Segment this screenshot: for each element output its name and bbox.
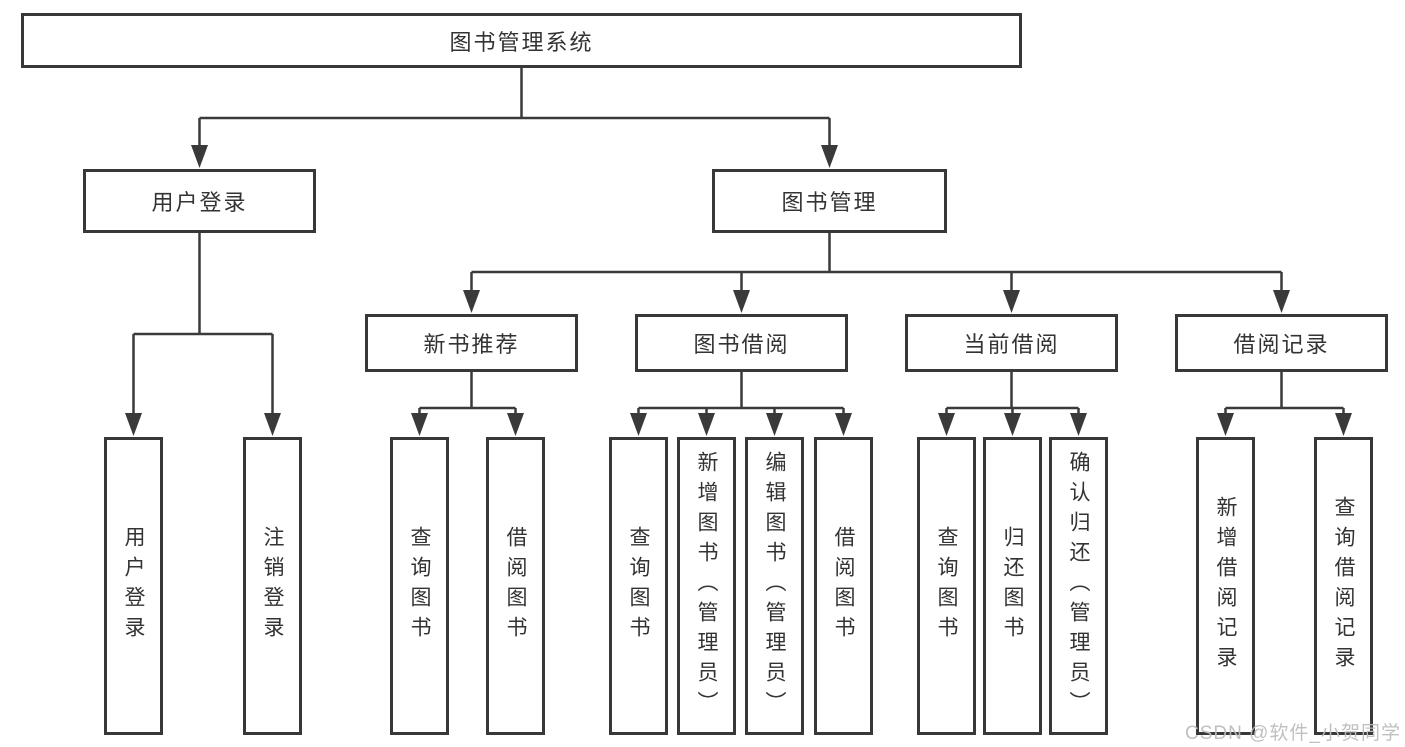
leaf-node-query-borrow-record: 查询借阅记录 xyxy=(1314,437,1373,735)
node-label: 归还图书 xyxy=(1001,526,1024,646)
node-label: 查询图书 xyxy=(408,526,431,646)
node-borrowing-records: 借阅记录 xyxy=(1175,314,1388,372)
node-book-management-branch: 图书管理 xyxy=(712,169,947,233)
leaf-node-user-login: 用户登录 xyxy=(104,437,163,735)
leaf-node-confirm-return-admin: 确认归还（管理员） xyxy=(1049,437,1108,735)
node-label: 图书借阅 xyxy=(693,332,790,357)
node-label: 用户登录 xyxy=(122,526,145,646)
node-book-borrowing: 图书借阅 xyxy=(635,314,848,372)
node-label: 编辑图书（管理员） xyxy=(763,451,786,721)
leaf-node-query-books-current: 查询图书 xyxy=(917,437,976,735)
leaf-node-return-book: 归还图书 xyxy=(983,437,1042,735)
node-label: 借阅记录 xyxy=(1233,332,1330,357)
arrowhead-icons xyxy=(125,145,1352,436)
node-current-borrowing: 当前借阅 xyxy=(905,314,1118,372)
leaf-node-borrow-books-recommend: 借阅图书 xyxy=(486,437,545,735)
leaf-node-query-books-borrow: 查询图书 xyxy=(609,437,668,735)
node-label: 查询图书 xyxy=(627,526,650,646)
leaf-node-logout: 注销登录 xyxy=(243,437,302,735)
node-library-management-system: 图书管理系统 xyxy=(21,13,1022,68)
node-label: 新书推荐 xyxy=(423,332,520,357)
csdn-watermark: CSDN @软件_小贺同学 xyxy=(1185,723,1401,744)
node-label: 当前借阅 xyxy=(963,332,1060,357)
node-label: 图书管理 xyxy=(781,190,878,215)
node-label: 注销登录 xyxy=(261,526,284,646)
node-label: 用户登录 xyxy=(151,190,248,215)
node-label: 图书管理系统 xyxy=(449,29,594,55)
node-label: 确认归还（管理员） xyxy=(1067,451,1090,721)
leaf-node-query-books-recommend: 查询图书 xyxy=(390,437,449,735)
node-user-login-branch: 用户登录 xyxy=(83,169,316,233)
leaf-node-add-borrow-record: 新增借阅记录 xyxy=(1196,437,1255,735)
node-label: 查询借阅记录 xyxy=(1332,496,1355,676)
node-new-book-recommend: 新书推荐 xyxy=(365,314,578,372)
leaf-node-edit-book-admin: 编辑图书（管理员） xyxy=(745,437,804,735)
node-label: 新增图书（管理员） xyxy=(695,451,718,721)
node-label: 新增借阅记录 xyxy=(1214,496,1237,676)
leaf-node-add-book-admin: 新增图书（管理员） xyxy=(677,437,736,735)
leaf-node-borrow-books: 借阅图书 xyxy=(814,437,873,735)
node-label: 借阅图书 xyxy=(504,526,527,646)
node-label: 查询图书 xyxy=(935,526,958,646)
node-label: 借阅图书 xyxy=(832,526,855,646)
